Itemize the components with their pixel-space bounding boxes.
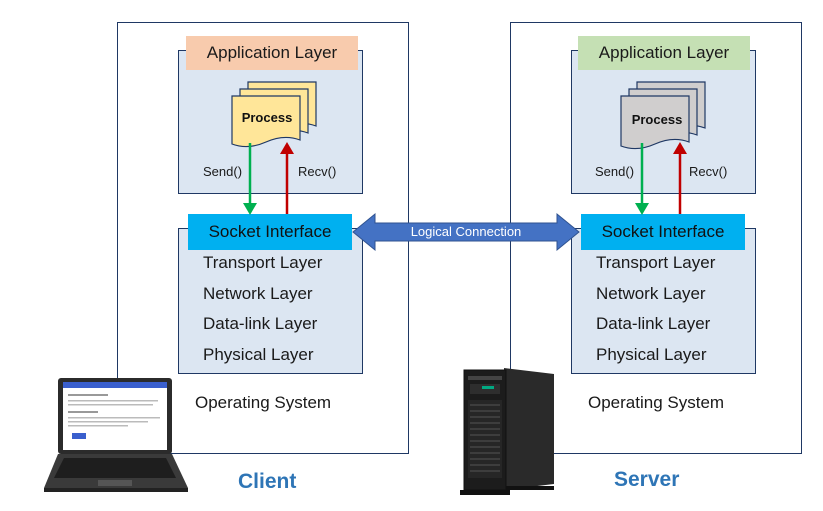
client-label: Client <box>238 470 297 493</box>
client-send-arrow <box>243 143 257 215</box>
server-physical-layer: Physical Layer <box>596 345 707 364</box>
server-network-layer: Network Layer <box>596 284 706 303</box>
client-process-icon <box>231 81 317 148</box>
client-app-layer-title: Application Layer <box>186 36 358 70</box>
server-recv-label: Recv() <box>689 164 728 179</box>
logical-connection-label: Logical Connection <box>410 224 522 239</box>
client-os-label: Operating System <box>195 393 332 412</box>
server-transport-layer: Transport Layer <box>596 253 716 272</box>
logical-connection-arrow <box>352 212 580 252</box>
client-socket-interface: Socket Interface <box>188 214 352 250</box>
client-send-label: Send() <box>203 164 243 179</box>
client-transport-layer: Transport Layer <box>203 253 323 272</box>
client-datalink-layer: Data-link Layer <box>203 314 318 333</box>
server-process-label: Process <box>631 112 683 127</box>
server-send-label: Send() <box>595 164 635 179</box>
tower-server-icon <box>460 368 554 495</box>
client-network-layer: Network Layer <box>203 284 313 303</box>
server-process-icon <box>620 81 706 150</box>
server-label: Server <box>614 468 680 491</box>
client-stack-box <box>178 228 363 374</box>
server-recv-arrow <box>673 142 687 214</box>
server-send-arrow <box>635 143 649 215</box>
server-app-layer-title: Application Layer <box>578 36 750 70</box>
client-physical-layer: Physical Layer <box>203 345 314 364</box>
server-socket-interface: Socket Interface <box>581 214 745 250</box>
laptop-icon <box>44 378 188 492</box>
client-recv-arrow <box>280 142 294 214</box>
server-stack-box <box>571 228 756 374</box>
client-recv-label: Recv() <box>298 164 337 179</box>
server-os-label: Operating System <box>588 393 725 412</box>
client-process-label: Process <box>241 110 293 125</box>
server-datalink-layer: Data-link Layer <box>596 314 711 333</box>
